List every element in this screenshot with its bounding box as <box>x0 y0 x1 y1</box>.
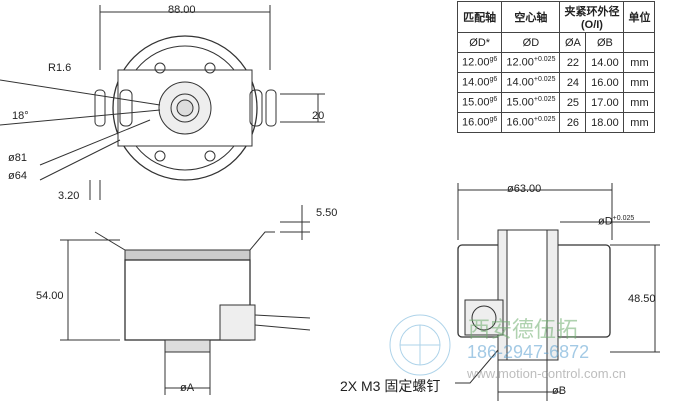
dim-d64: ø64 <box>8 170 27 182</box>
b-cell: 18.00 <box>585 112 625 133</box>
shaft-cell: 16.00g6 <box>456 112 503 133</box>
table-row: 15.00g6 15.00+0.025 25 17.00 mm <box>456 92 656 113</box>
watermark-logo <box>389 314 451 376</box>
watermark-company: 西安德伍拓 <box>468 317 579 342</box>
hollow-cell: 14.00+0.025 <box>501 72 561 93</box>
shaft-value: 15.00 <box>462 96 490 109</box>
watermark-website: www.motion-control.com.cn <box>467 366 626 381</box>
dim-550: 5.50 <box>316 207 338 219</box>
unit-cell: mm <box>623 72 656 93</box>
front-view <box>60 205 311 395</box>
watermark-phone: 186-2947-6872 <box>467 342 590 362</box>
screw-note: 2X M3 固定螺钉 <box>340 378 441 394</box>
sub-0: ØD* <box>456 32 503 53</box>
unit-cell: mm <box>623 92 656 113</box>
hollow-value: 15.00 <box>506 96 534 109</box>
shaft-tol: g6 <box>489 96 498 104</box>
a-cell: 22 <box>559 52 587 73</box>
shaft-value: 16.00 <box>462 116 490 129</box>
hollow-cell: 12.00+0.025 <box>501 52 561 73</box>
table-row: 16.00g6 16.00+0.025 26 18.00 mm <box>456 112 656 133</box>
shaft-cell: 14.00g6 <box>456 72 503 93</box>
dim-phiD: øD+0.025 <box>598 215 634 228</box>
shaft-cell: 12.00g6 <box>456 52 503 73</box>
top-view <box>0 5 325 200</box>
shaft-value: 12.00 <box>462 56 490 69</box>
dim-d81: ø81 <box>8 152 27 164</box>
th-unit: 单位 <box>623 1 656 33</box>
b-cell: 14.00 <box>585 52 625 73</box>
table-row: 12.00g6 12.00+0.025 22 14.00 mm <box>456 52 656 73</box>
shaft-value: 14.00 <box>462 76 490 89</box>
a-cell: 25 <box>559 92 587 113</box>
hollow-value: 12.00 <box>506 56 534 69</box>
hollow-tol: +0.025 <box>533 116 556 124</box>
hollow-value: 14.00 <box>506 76 534 89</box>
table-row: 14.00g6 14.00+0.025 24 16.00 mm <box>456 72 656 93</box>
dimension-table: 匹配轴 空心轴 夹紧环外径 (O/I) 单位 ØD* ØD ØA ØB 12.0… <box>456 1 656 133</box>
shaft-tol: g6 <box>489 76 498 84</box>
sub-1: ØD <box>501 32 561 53</box>
th-shaft: 匹配轴 <box>456 1 503 33</box>
dim-5400: 54.00 <box>36 290 64 302</box>
dim-320: 3.20 <box>58 190 80 202</box>
hollow-tol: +0.025 <box>533 56 556 64</box>
phiD-tol: +0.025 <box>612 215 635 222</box>
sub-4 <box>623 32 656 53</box>
phiD-text: øD <box>598 215 613 228</box>
b-cell: 17.00 <box>585 92 625 113</box>
unit-cell: mm <box>623 52 656 73</box>
sub-3: ØB <box>585 32 625 53</box>
dim-d63: ø63.00 <box>507 183 542 195</box>
section-view <box>455 183 660 401</box>
th-ring: 夹紧环外径 (O/I) <box>559 1 625 33</box>
hollow-cell: 16.00+0.025 <box>501 112 561 133</box>
a-cell: 26 <box>559 112 587 133</box>
shaft-tol: g6 <box>489 56 498 64</box>
sub-2: ØA <box>559 32 587 53</box>
hollow-tol: +0.025 <box>533 96 556 104</box>
b-cell: 16.00 <box>585 72 625 93</box>
dim-phiA: øA <box>180 382 195 394</box>
dim-88: 88.00 <box>168 4 196 16</box>
dim-4850: 48.50 <box>628 293 656 305</box>
hollow-value: 16.00 <box>506 116 534 129</box>
hollow-tol: +0.025 <box>533 76 556 84</box>
dim-r16: R1.6 <box>48 62 72 74</box>
dim-20: 20 <box>312 110 325 122</box>
a-cell: 24 <box>559 72 587 93</box>
unit-cell: mm <box>623 112 656 133</box>
dim-angle: 18° <box>12 110 29 122</box>
th-hollow: 空心轴 <box>501 1 561 33</box>
hollow-cell: 15.00+0.025 <box>501 92 561 113</box>
shaft-tol: g6 <box>489 116 498 124</box>
dim-phiB: øB <box>552 385 567 397</box>
shaft-cell: 15.00g6 <box>456 92 503 113</box>
